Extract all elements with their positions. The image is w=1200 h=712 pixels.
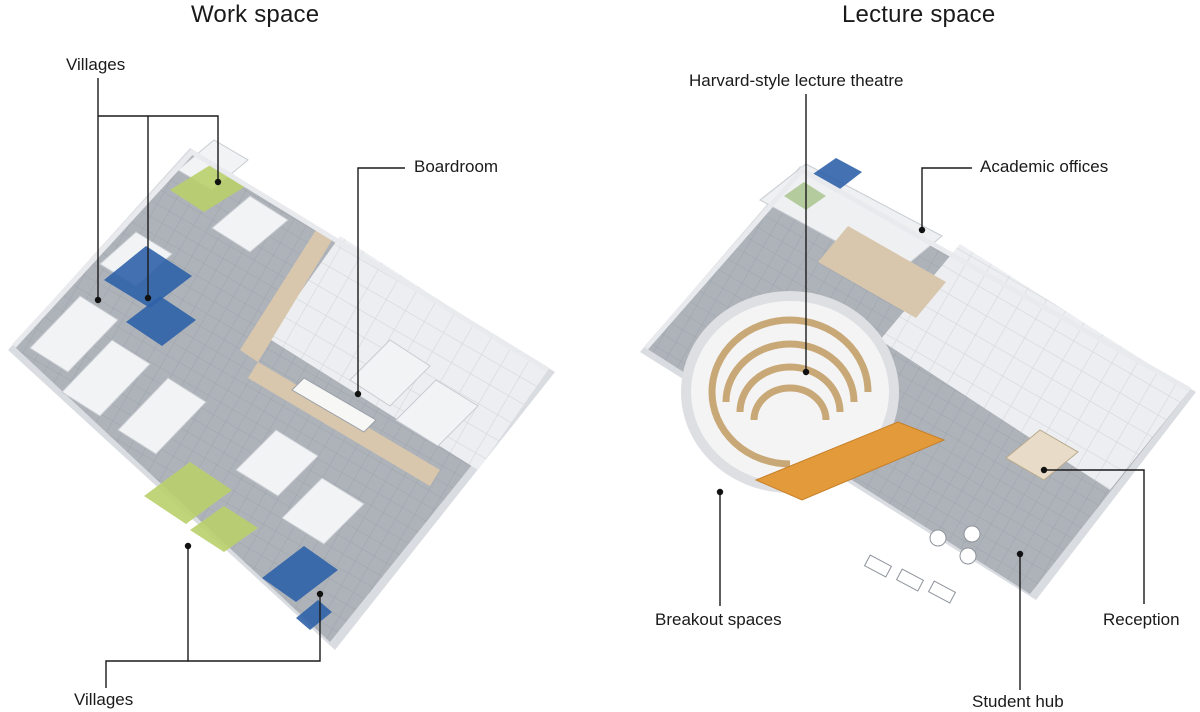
village-green-bottom-2 <box>190 506 258 552</box>
lecture-corridor <box>818 226 946 318</box>
lecture-space-title: Lecture space <box>842 1 996 28</box>
student-hub-furniture <box>863 525 981 604</box>
work-corridor <box>240 230 332 362</box>
work-space-title: Work space <box>191 1 320 28</box>
academic-green-room <box>784 182 826 210</box>
work-leaders <box>94 78 405 688</box>
label-reception: Reception <box>1103 610 1180 629</box>
lecture-theatre-rows <box>708 316 872 468</box>
lecture-leaders <box>716 94 1145 690</box>
lecture-core-rooms <box>880 244 1190 490</box>
work-outer-wall <box>12 148 550 373</box>
lecture-space-plan <box>640 158 1196 604</box>
work-space-plan <box>8 139 555 650</box>
village-blue-bottom <box>262 546 338 602</box>
village-blue-bottom-2 <box>296 600 332 630</box>
label-student-hub: Student hub <box>972 692 1064 711</box>
label-lecture-theatre: Harvard-style lecture theatre <box>689 71 904 90</box>
reception-desk <box>1005 429 1079 481</box>
village-green-bottom <box>144 462 232 524</box>
label-academic-offices: Academic offices <box>980 157 1109 176</box>
lecture-floor <box>646 170 1190 594</box>
label-villages-bottom: Villages <box>74 690 134 709</box>
boardroom-table <box>291 377 377 433</box>
work-corridor-2 <box>248 362 440 486</box>
label-villages-top: Villages <box>66 55 126 74</box>
lecture-outer-wall <box>644 166 1192 393</box>
label-boardroom: Boardroom <box>414 157 499 176</box>
village-blue-top-2 <box>126 296 196 346</box>
label-breakout-spaces: Breakout spaces <box>655 610 782 629</box>
theatre-orange-pods <box>754 421 946 501</box>
